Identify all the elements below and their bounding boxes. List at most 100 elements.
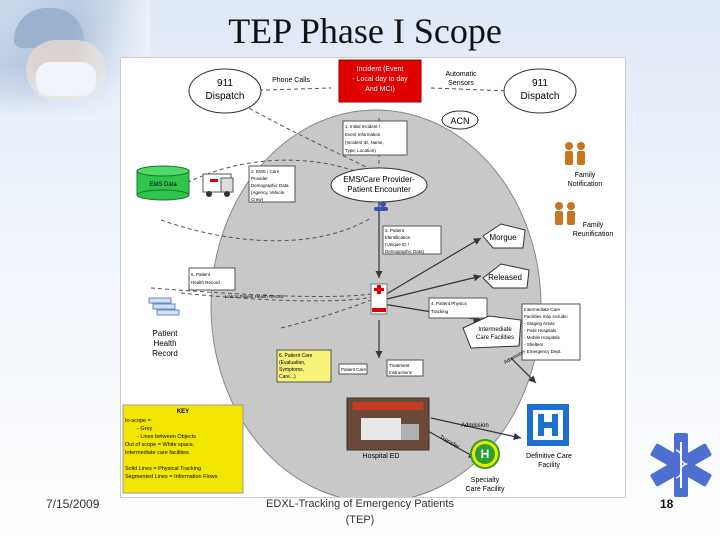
step1-line2: Event Information bbox=[345, 132, 381, 137]
encounter-line2: Patient Encounter bbox=[347, 185, 411, 194]
icf-note-line1: Intermediate Care bbox=[524, 307, 561, 312]
footer-date: 7/15/2009 bbox=[46, 497, 100, 511]
phr-line3: Record bbox=[152, 349, 178, 358]
step5-line1: 5. Patient bbox=[191, 272, 211, 277]
icf-note-line4: - Field Hospitals bbox=[524, 328, 557, 333]
star-of-life-logo bbox=[650, 433, 712, 497]
morgue-label: Morgue bbox=[489, 233, 517, 242]
treatment-box bbox=[386, 359, 424, 377]
step2-line1: 2. EMS / Care bbox=[251, 169, 280, 174]
step3-line3: (Unique ID / bbox=[385, 242, 410, 247]
footer-title-line2: (TEP) bbox=[345, 514, 375, 526]
step1-line1: 1. Initial Incident / bbox=[345, 124, 381, 129]
hospital-ed-label: Hospital ED bbox=[363, 453, 400, 460]
step6-box bbox=[276, 349, 332, 383]
ambulance-icon bbox=[202, 173, 234, 197]
family-notification-line1: Family bbox=[575, 172, 596, 179]
step2-line4: (Agency, Vehicle, bbox=[251, 190, 285, 195]
family-notification-icon bbox=[565, 142, 585, 165]
key-box bbox=[122, 404, 244, 494]
step3-line2: Identification bbox=[385, 235, 411, 240]
dispatch-left-line1: 911 bbox=[217, 78, 233, 89]
surgeon-photo bbox=[0, 0, 150, 120]
icf-note-line3: - Staging Areas bbox=[524, 321, 556, 326]
slide-title: TEP Phase I Scope bbox=[228, 11, 502, 51]
family-reunification-line1: Family bbox=[583, 222, 604, 229]
incident-box bbox=[338, 59, 422, 103]
key-line7: Solid Lines = Physical Tracking bbox=[125, 466, 201, 472]
page-number: 18 bbox=[660, 497, 674, 511]
specialty-line1: Specialty bbox=[471, 477, 500, 484]
link-phr-label: Link to Patient Health Record bbox=[225, 294, 284, 299]
released-label: Released bbox=[488, 273, 522, 282]
step2-line5: Crew) bbox=[251, 197, 264, 202]
key-line8: Segmented Lines = Information Flows bbox=[125, 474, 218, 480]
acn-label: ACN bbox=[450, 116, 469, 126]
step3-box bbox=[382, 225, 442, 255]
incident-line1: Incident (Event bbox=[357, 66, 404, 73]
intermediate-line2: Care Facilities bbox=[476, 335, 514, 341]
step2-line2: Provider bbox=[251, 176, 268, 181]
encounter-line1: EMS/Care Provider- bbox=[343, 175, 415, 184]
dispatch-right-line1: 911 bbox=[532, 78, 548, 89]
step3-line1: 3. Patient bbox=[385, 228, 405, 233]
icf-note-line6: - Shelters bbox=[524, 342, 544, 347]
step2-line3: Demographic Data bbox=[251, 183, 289, 188]
step6-line2: (Evaluation, bbox=[279, 360, 305, 366]
footer-title: EDXL-Tracking of Emergency Patients (TEP… bbox=[250, 496, 470, 528]
footer-title-line1: EDXL-Tracking of Emergency Patients bbox=[266, 498, 454, 510]
intermediate-node bbox=[462, 315, 522, 349]
tep-scope-diagram: 911 Dispatch 911 Dispatch Phone Calls Au… bbox=[120, 57, 626, 503]
step3-line4: Demographic Data) bbox=[385, 249, 425, 254]
patient-care-box bbox=[338, 363, 368, 375]
incident-line3: And MCI) bbox=[365, 86, 395, 93]
acn-node bbox=[441, 110, 479, 130]
patient-figure-icon bbox=[374, 201, 388, 211]
step1-line4: Type, Location) bbox=[345, 148, 376, 153]
definitive-line1: Definitive Care bbox=[526, 453, 572, 460]
dispatch-left-line2: Dispatch bbox=[206, 91, 245, 102]
step4-box bbox=[428, 297, 488, 319]
phr-line2: Health bbox=[153, 339, 176, 348]
icf-note-line5: - Mobile Hospitals bbox=[524, 335, 561, 340]
step1-box bbox=[342, 120, 408, 156]
ems-data-label: EMS Data bbox=[149, 182, 177, 188]
encounter-node bbox=[330, 167, 428, 203]
incident-line2: - Local day to day bbox=[352, 76, 408, 83]
intermediate-line1: Intermediate bbox=[478, 327, 512, 333]
key-line2: - Grey bbox=[137, 426, 153, 432]
key-line4: Out of scope = White space, bbox=[125, 442, 195, 448]
step5-line2: Health Record bbox=[191, 280, 220, 285]
key-line5: Intermediate care facilities bbox=[125, 450, 189, 456]
icf-note-line2: Facilities may include: bbox=[524, 314, 568, 319]
step6-line1: 6. Patient Care bbox=[279, 353, 313, 359]
step1-line3: (Incident ID, Name, bbox=[345, 140, 384, 145]
released-node bbox=[482, 263, 530, 289]
key-line1: In-scope = bbox=[125, 418, 151, 424]
key-title: KEY bbox=[177, 409, 189, 415]
family-reunification-line2: Reunification bbox=[573, 231, 614, 238]
treatment-line2: Instructions bbox=[389, 370, 413, 375]
phone-calls-label: Phone Calls bbox=[272, 77, 310, 84]
icf-note-box bbox=[521, 303, 581, 361]
specialty-care-icon: H bbox=[470, 439, 500, 469]
treatment-line1: Treatment bbox=[389, 363, 410, 368]
family-reunification-icon bbox=[555, 202, 575, 225]
svg-text:H: H bbox=[481, 447, 490, 461]
phr-line1: Patient bbox=[153, 329, 179, 338]
step2-box bbox=[248, 165, 296, 203]
specialty-line2: Care Facility bbox=[466, 486, 505, 493]
definitive-line2: Facility bbox=[538, 462, 560, 469]
step4-line2: Tracking bbox=[431, 309, 449, 314]
step6-line4: Care...) bbox=[279, 374, 296, 380]
ems-data-store bbox=[136, 165, 190, 201]
morgue-node bbox=[482, 223, 526, 249]
dispatch-right-line2: Dispatch bbox=[521, 91, 560, 102]
admission-label: Admission bbox=[461, 423, 489, 429]
auto-sensors-line1: Automatic bbox=[445, 71, 477, 78]
patient-care-label: Patient Care bbox=[341, 367, 367, 372]
step6-line3: Symptoms, bbox=[279, 367, 304, 373]
dispatch-right bbox=[503, 68, 577, 114]
hospital-ed-image bbox=[346, 397, 430, 451]
key-line3: - Lines between Objects bbox=[137, 434, 196, 440]
